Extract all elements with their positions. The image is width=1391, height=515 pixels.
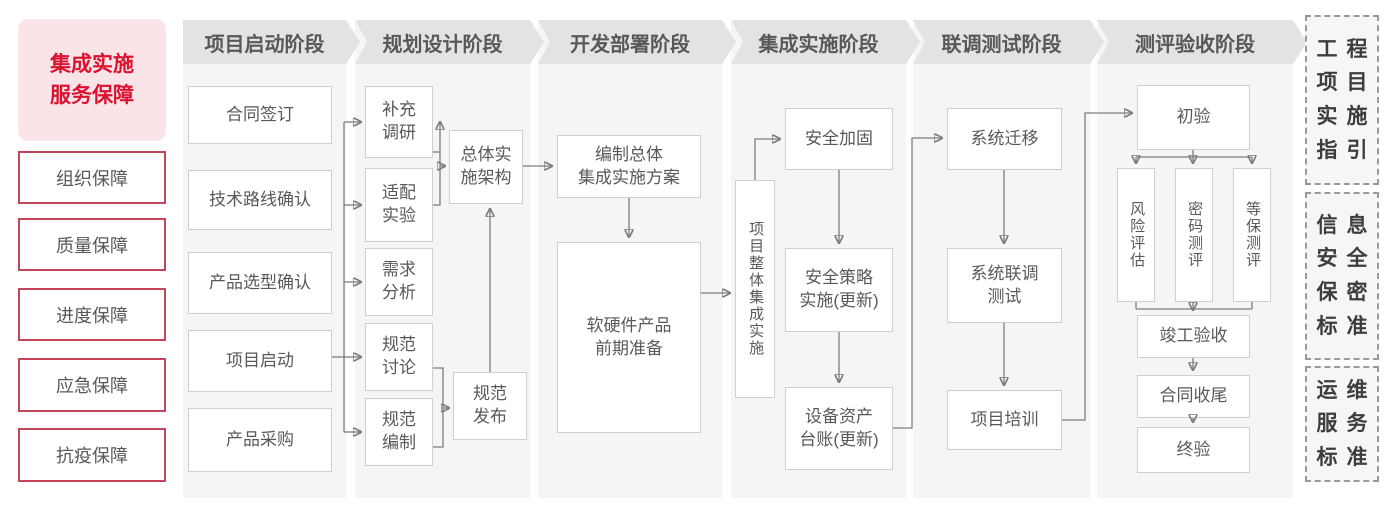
node-product-selection-confirm: 产品选型确认 bbox=[188, 252, 332, 314]
node-completion-acceptance: 竣工验收 bbox=[1137, 315, 1250, 358]
phase-header-planning-design: 规划设计阶段 bbox=[355, 20, 544, 64]
sidebar-item-emergency: 应急保障 bbox=[18, 358, 166, 412]
node-asset-ledger-update: 设备资产 台账(更新) bbox=[785, 387, 893, 470]
sidebar-item-organization: 组织保障 bbox=[18, 151, 166, 204]
node-spec-discussion: 规范 讨论 bbox=[365, 323, 433, 391]
node-spec-release: 规范 发布 bbox=[453, 372, 527, 440]
node-security-policy-impl: 安全策略 实施(更新) bbox=[785, 248, 893, 332]
phase-header-project-initiation: 项目启动阶段 bbox=[183, 20, 360, 64]
node-contract-signing: 合同签订 bbox=[188, 86, 332, 144]
sidebar-item-quality: 质量保障 bbox=[18, 218, 166, 271]
node-crypto-evaluation: 密码测评 bbox=[1175, 168, 1213, 302]
node-security-hardening: 安全加固 bbox=[785, 108, 893, 170]
phase-header-dev-deployment: 开发部署阶段 bbox=[538, 20, 736, 64]
node-project-training: 项目培训 bbox=[947, 390, 1062, 450]
node-project-kickoff: 项目启动 bbox=[188, 330, 332, 392]
node-hw-sw-preparation: 软硬件产品 前期准备 bbox=[557, 242, 701, 433]
phase-header-evaluation-acceptance: 测评验收阶段 bbox=[1097, 20, 1307, 64]
node-overall-project-integration: 项目整体集成实施 bbox=[735, 180, 775, 398]
node-adaptation-experiment: 适配 实验 bbox=[365, 168, 433, 242]
node-requirements-analysis: 需求 分析 bbox=[365, 248, 433, 316]
node-tech-route-confirm: 技术路线确认 bbox=[188, 170, 332, 230]
standard-infosec-confidentiality: 信息 安全 保密 标准 bbox=[1305, 192, 1379, 360]
node-final-acceptance: 终验 bbox=[1137, 427, 1250, 473]
node-risk-assessment: 风险评估 bbox=[1117, 168, 1155, 302]
standard-engineering-project-guide: 工程 项目 实施 指引 bbox=[1305, 15, 1379, 185]
node-initial-acceptance: 初验 bbox=[1137, 85, 1250, 150]
node-supplementary-research: 补充 调研 bbox=[365, 86, 433, 158]
node-system-joint-test: 系统联调 测试 bbox=[947, 248, 1062, 323]
phase-header-integration-impl: 集成实施阶段 bbox=[731, 20, 920, 64]
standard-ops-service: 运维 服务 标准 bbox=[1305, 366, 1379, 482]
node-compile-overall-integration-plan: 编制总体 集成实施方案 bbox=[557, 135, 701, 198]
sidebar-item-epidemic: 抗疫保障 bbox=[18, 428, 166, 482]
node-system-migration: 系统迁移 bbox=[947, 108, 1062, 170]
sidebar-item-schedule: 进度保障 bbox=[18, 288, 166, 341]
node-product-procurement: 产品采购 bbox=[188, 408, 332, 472]
phase-header-joint-testing: 联调测试阶段 bbox=[913, 20, 1104, 64]
node-contract-closeout: 合同收尾 bbox=[1137, 375, 1250, 418]
sidebar-title: 集成实施 服务保障 bbox=[18, 19, 166, 141]
node-overall-impl-architecture: 总体实 施架构 bbox=[449, 130, 523, 204]
node-spec-compilation: 规范 编制 bbox=[365, 398, 433, 466]
node-mlps-evaluation: 等保测评 bbox=[1233, 168, 1271, 302]
